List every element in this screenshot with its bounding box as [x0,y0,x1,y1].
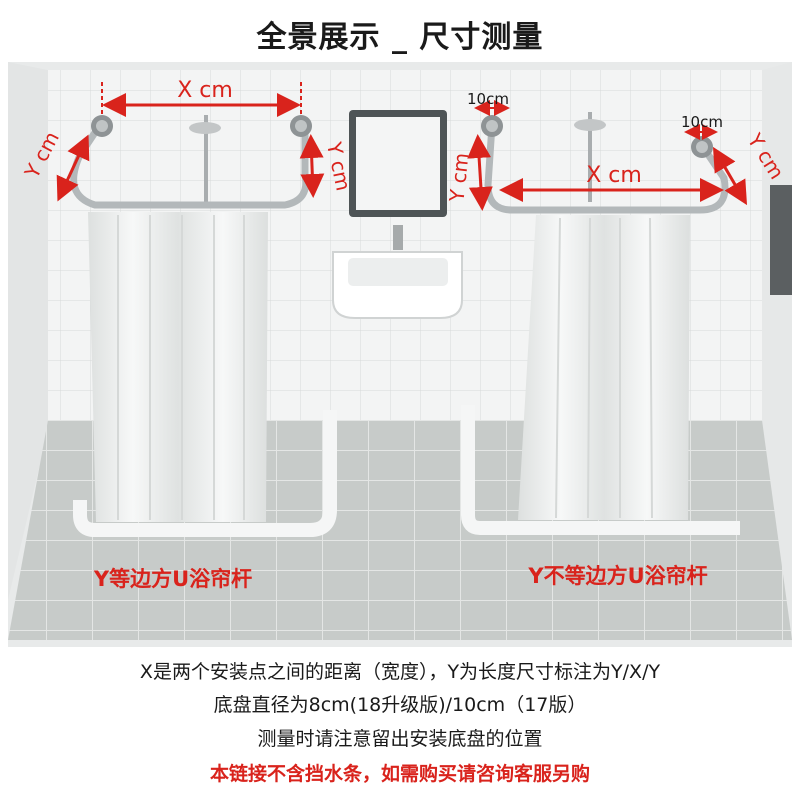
wall-panel [770,185,792,295]
right-plate-right-dimension: 10cm [681,113,723,140]
right-threshold [461,405,740,535]
right-curtain [518,215,690,520]
page-title: 全景展示 _ 尺寸测量 [256,20,544,55]
right-y-dimension-left: Y cm [444,134,493,211]
left-rail-caption: Y等边方U浴帘杆 [93,567,252,591]
faucet [393,225,403,250]
left-curtain [88,212,268,522]
plate-size-label-left: 10cm [467,90,509,108]
left-x-label: X cm [177,78,233,103]
left-wall [8,62,48,600]
right-x-label: X cm [586,163,642,188]
right-rail-caption: Y不等边方U浴帘杆 [527,564,707,588]
note-line-3: 测量时请注意留出安装底盘的位置 [257,728,543,750]
shower-head-left [189,115,221,205]
plate-size-label-right: 10cm [681,113,723,131]
note-line-2: 底盘直径为8cm(18升级版)/10cm（17版） [213,694,587,716]
left-threshold [73,410,337,537]
right-plate-left-dimension: 10cm [467,90,510,116]
shower-head-right [574,112,606,202]
left-x-dimension: X cm [101,78,302,117]
warning-note: 本链接不含挡水条，如需购买请咨询客服另购 [209,763,590,785]
right-x-dimension: X cm [499,163,724,202]
note-line-1: X是两个安装点之间的距离（宽度），Y为长度尺寸标注为Y/X/Y [139,661,661,683]
right-y-label-1: Y cm [444,152,473,204]
